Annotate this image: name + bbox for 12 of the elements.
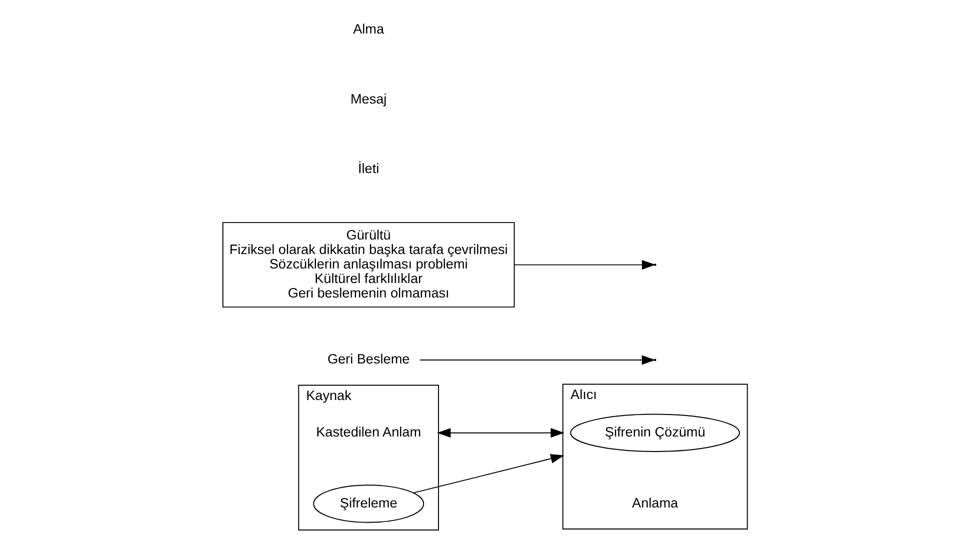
- node-ellipse: Şifreleme: [312, 484, 424, 523]
- arrow: [513, 260, 656, 270]
- arrow: [412, 454, 564, 494]
- label: İleti: [358, 161, 379, 176]
- label: Mesaj: [350, 91, 386, 106]
- arrow: [436, 428, 564, 438]
- node-box: Gürültü Fiziksel olarak dikkatin başka tarafa çevrilmesi Sözcüklerin anlaşılması problemi Kültürel farklılıklar Geri beslemenin olmaması: [222, 222, 514, 308]
- label: Alma: [352, 21, 384, 36]
- node-text: Kastedilen Anlam: [316, 424, 421, 440]
- node-ellipse: Şifrenin Çözümü: [570, 414, 740, 452]
- node-text: Anlama: [632, 495, 678, 510]
- node-text: Geri Besleme: [326, 352, 410, 367]
